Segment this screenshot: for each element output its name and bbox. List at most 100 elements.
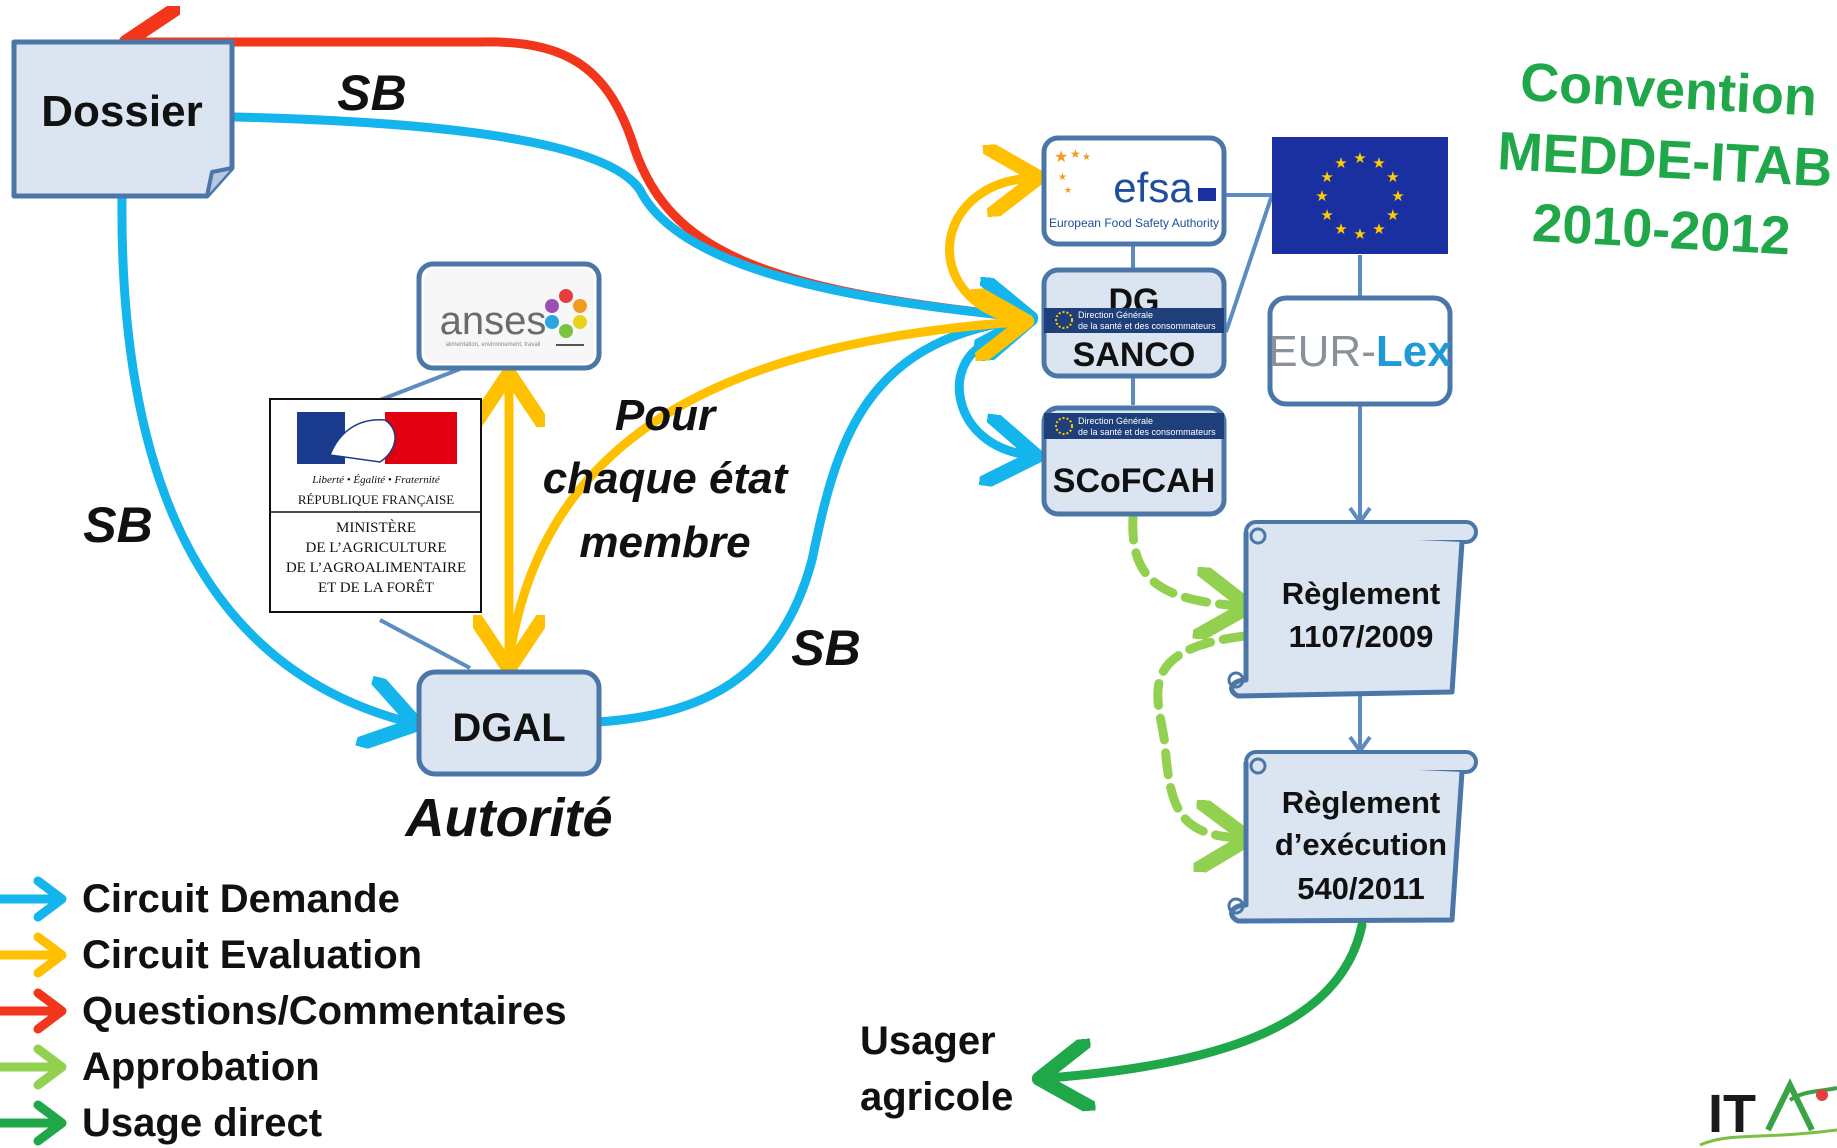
node-anses: anses alimentation, environnement, trava… xyxy=(416,261,602,371)
legend-label: Circuit Evaluation xyxy=(82,933,422,977)
eu-star-icon: ★ xyxy=(1334,155,1347,172)
itab-text: IT xyxy=(1708,1084,1756,1144)
convention-line2: MEDDE-ITAB xyxy=(1496,121,1834,198)
dgal-label: DGAL xyxy=(452,706,565,750)
eu-star-icon: ★ xyxy=(1386,169,1399,186)
ministere-logo: Liberté • Égalité • Fraternité RÉPUBLIQU… xyxy=(269,398,482,613)
autorite-label: Autorité xyxy=(404,788,613,848)
eu-star-icon: ★ xyxy=(1372,155,1385,172)
eu-star-icon: ★ xyxy=(1320,169,1333,186)
scofcah-label: SCoFCAH xyxy=(1053,462,1215,500)
sb-label-bottom: SB xyxy=(791,620,860,676)
eu-star-icon: ★ xyxy=(1353,226,1366,243)
legend-arrow-icon xyxy=(33,988,67,1034)
dg-banner-line1: Direction Générale xyxy=(1078,310,1153,320)
svg-text:★: ★ xyxy=(1070,147,1081,161)
eurlex-part2: Lex xyxy=(1376,327,1452,376)
node-dg-sanco: DG Direction Générale de la santé et des… xyxy=(1041,267,1227,379)
scofcah-banner-line1: Direction Générale xyxy=(1078,416,1153,426)
eu-star-icon: ★ xyxy=(1353,150,1366,167)
node-eurlex: EUR-Lex xyxy=(1267,295,1453,407)
ministere-line4: ET DE LA FORÊT xyxy=(318,579,434,596)
legend-arrow-icon xyxy=(33,932,67,978)
eu-star-icon: ★ xyxy=(1391,188,1404,205)
legend-label: Usage direct xyxy=(82,1101,322,1145)
convention-line1: Convention xyxy=(1519,52,1819,127)
svg-text:★: ★ xyxy=(1058,172,1067,183)
node-reglement-1107: Règlement 1107/2009 xyxy=(1227,520,1478,699)
eu-star-icon: ★ xyxy=(1386,207,1399,224)
eu-star-icon: ★ xyxy=(1320,207,1333,224)
legend-arrow-icon xyxy=(33,1044,67,1090)
arrow-dg-to-scofcah xyxy=(954,337,1028,455)
efsa-name: efsa xyxy=(1113,164,1193,211)
anses-tagline: alimentation, environnement, travail xyxy=(446,342,541,348)
eu-flag-icon: ★★★★★★★★★★★★ xyxy=(1272,137,1448,254)
dg-banner-line2: de la santé et des consommateurs xyxy=(1078,321,1216,331)
efsa-stars-icon: ★ ★ ★ ★ ★ xyxy=(1054,147,1091,195)
arrow-dgal-to-dg-eval xyxy=(504,322,1018,665)
arrow-scofcah-to-reglement xyxy=(1128,513,1240,606)
convention-title: Convention MEDDE-ITAB 2010-2012 xyxy=(1496,52,1834,266)
reglement2-line1: Règlement xyxy=(1282,785,1440,820)
reglement1-line1: Règlement xyxy=(1282,576,1440,611)
legend-label: Approbation xyxy=(82,1045,320,1089)
legend-item: Circuit Demande xyxy=(0,876,400,922)
ministere-line2: DE L’AGRICULTURE xyxy=(306,540,447,556)
sb-label-top: SB xyxy=(337,65,406,121)
convention-line3: 2010-2012 xyxy=(1531,193,1792,266)
ministere-line1: MINISTÈRE xyxy=(336,519,416,536)
legend-arrow-icon xyxy=(33,876,67,922)
sb-label-left: SB xyxy=(83,497,152,553)
arrow-dossier-to-dgal xyxy=(117,193,408,722)
ministere-motto: Liberté • Égalité • Fraternité xyxy=(311,474,441,486)
reglement2-line3: 540/2011 xyxy=(1297,871,1425,906)
efsa-full-name: European Food Safety Authority xyxy=(1049,216,1219,230)
arrow-dg-to-efsa xyxy=(945,178,1030,325)
legend-label: Circuit Demande xyxy=(82,877,400,921)
arrow-dgal-to-dg xyxy=(593,320,1022,727)
svg-text:★: ★ xyxy=(1064,185,1072,195)
legend-item: Usage direct xyxy=(0,1100,322,1146)
ministere-republique: RÉPUBLIQUE FRANÇAISE xyxy=(298,492,454,507)
svg-text:★: ★ xyxy=(1054,149,1068,166)
flow-arrows xyxy=(117,42,1367,1078)
eurlex-part1: EUR- xyxy=(1268,327,1376,376)
eu-star-icon: ★ xyxy=(1372,221,1385,238)
eu-star-icon: ★ xyxy=(1334,221,1347,238)
pour-label-line2: chaque état xyxy=(543,454,790,503)
scofcah-banner-line2: de la santé et des consommateurs xyxy=(1078,427,1216,437)
node-efsa: ★ ★ ★ ★ ★ efsa European Food Safety Auth… xyxy=(1041,135,1227,247)
usager-line2: agricole xyxy=(860,1075,1013,1119)
arrow-usage-direct xyxy=(1048,920,1367,1078)
node-dgal: DGAL xyxy=(416,669,602,777)
eurlex-logo: EUR-Lex xyxy=(1268,327,1452,376)
legend-item: Circuit Evaluation xyxy=(0,932,422,978)
anses-flower-icon xyxy=(545,289,587,346)
node-dossier: Dossier xyxy=(11,39,235,199)
legend-item: Questions/Commentaires xyxy=(0,988,567,1034)
pour-label-line1: Pour xyxy=(615,391,718,440)
dossier-label: Dossier xyxy=(41,87,202,136)
legend-arrow-icon xyxy=(33,1100,67,1146)
legend-label: Questions/Commentaires xyxy=(82,989,567,1033)
pour-label-line3: membre xyxy=(579,518,750,567)
eu-stars-icon xyxy=(1055,311,1073,329)
arrow-dossier-to-dg xyxy=(230,112,1022,317)
legend-item: Approbation xyxy=(0,1044,320,1090)
reglement1-line2: 1107/2009 xyxy=(1289,619,1434,654)
svg-text:★: ★ xyxy=(1082,152,1091,163)
node-reglement-540: Règlement d’exécution 540/2011 xyxy=(1227,750,1478,924)
reglement2-line2: d’exécution xyxy=(1275,827,1447,862)
ministere-line3: DE L’AGROALIMENTAIRE xyxy=(286,560,466,576)
sanco-label: SANCO xyxy=(1073,336,1196,374)
eu-star-icon: ★ xyxy=(1315,188,1328,205)
usager-line1: Usager xyxy=(860,1019,996,1063)
connector-lines xyxy=(379,193,1372,755)
node-scofcah: Direction Générale de la santé et des co… xyxy=(1041,405,1227,517)
eu-stars-icon xyxy=(1055,417,1073,435)
arrow-reglement-to-execution xyxy=(1153,631,1245,838)
itab-logo: IT xyxy=(1699,1078,1837,1147)
